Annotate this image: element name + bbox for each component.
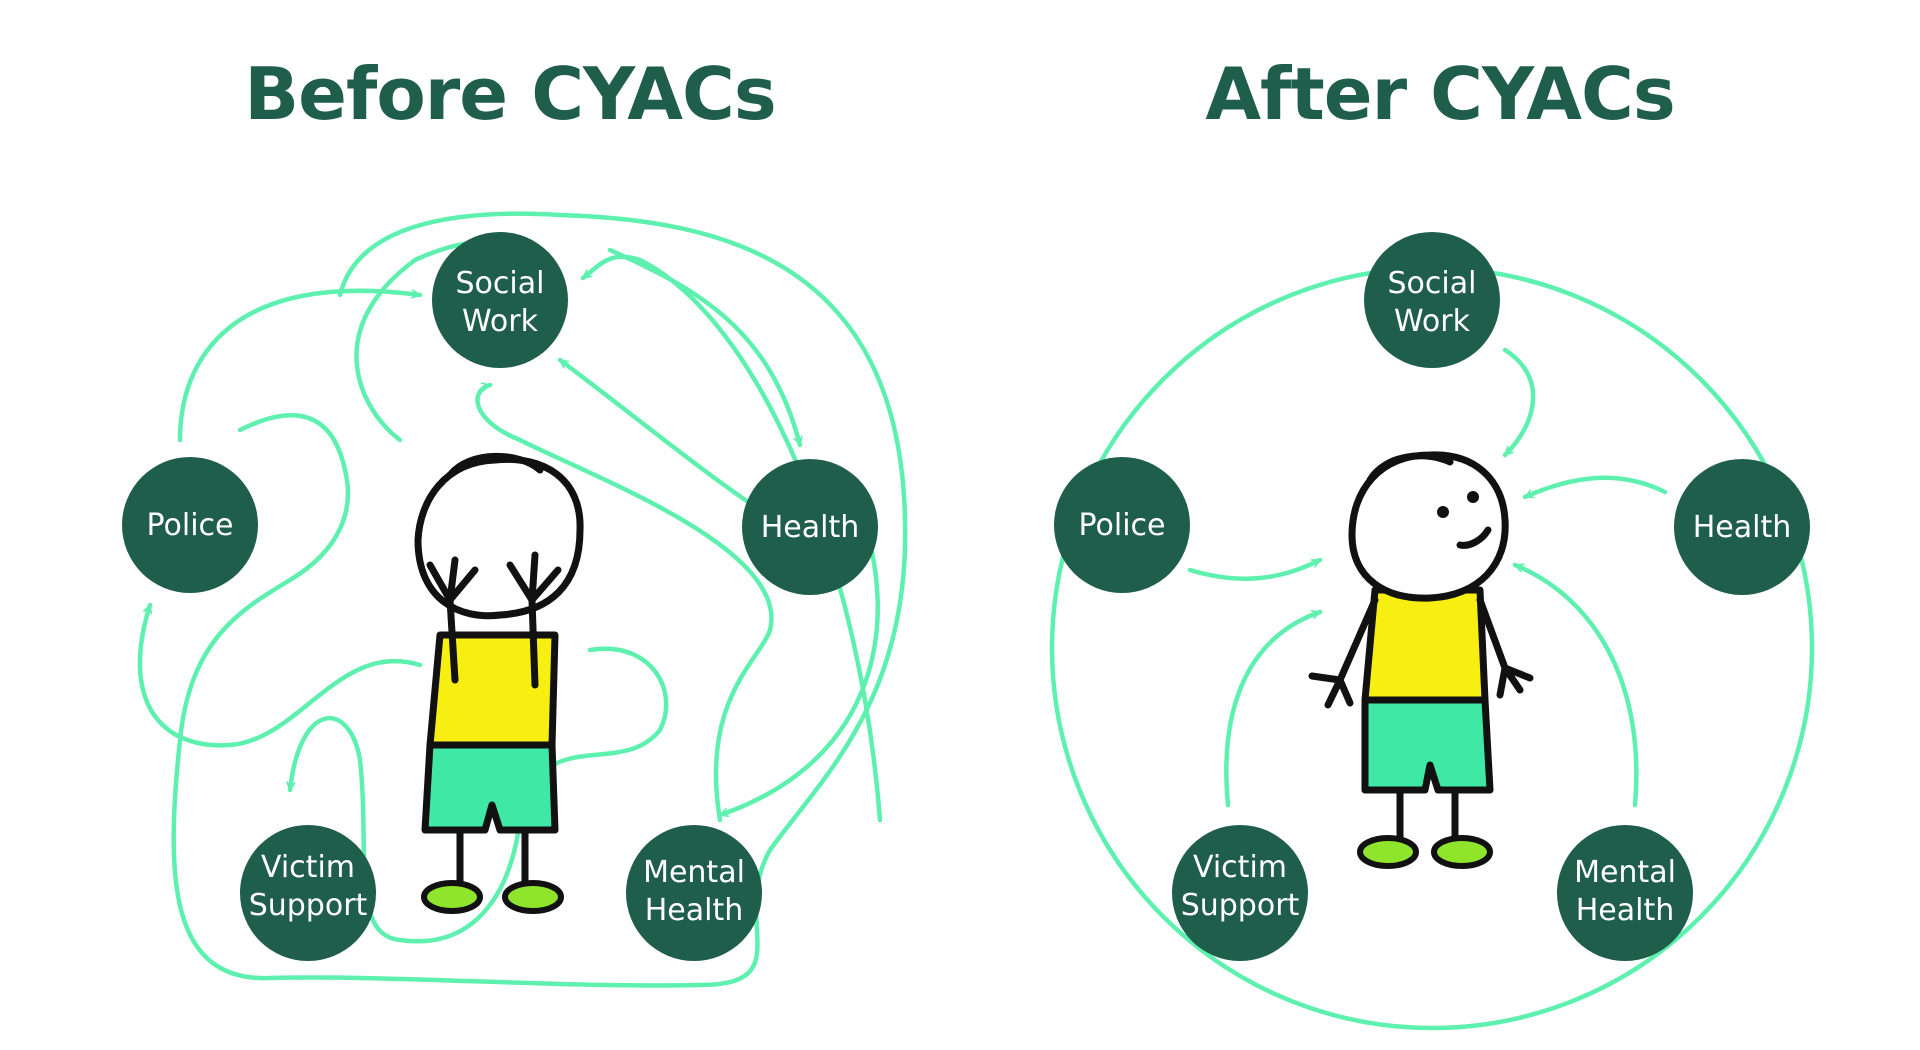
after-node-mental-health-line-1: Mental <box>1574 855 1676 890</box>
sad-child-left-arm <box>426 556 479 684</box>
before-node-police-line-1: Police <box>147 508 234 543</box>
after-arrow-social-to-child <box>1502 347 1536 458</box>
after-node-victim-support-line-1: Victim <box>1193 850 1287 885</box>
before-node-health-line-1: Health <box>761 510 860 545</box>
sad-child-figure <box>414 452 584 914</box>
sad-child-right-shoe <box>502 880 564 914</box>
sad-child-hair <box>446 452 544 479</box>
after-node-social-work: Social Work <box>1364 232 1500 368</box>
after-arrow-victim-to-child <box>1224 609 1323 808</box>
happy-child-hair <box>1366 452 1454 484</box>
before-connectors <box>137 211 908 988</box>
before-node-social-work-circle <box>432 232 568 368</box>
after-node-health: Health <box>1674 459 1810 595</box>
tangled-arrow-into-social-from-health <box>557 357 763 513</box>
tangled-arrow-into-victim <box>286 646 669 944</box>
happy-child-right-arm <box>1476 596 1534 699</box>
happy-child-head <box>1348 451 1509 602</box>
after-node-mental-health-circle <box>1557 825 1693 961</box>
before-node-mental-health-circle <box>626 825 762 961</box>
after-panel: Social Work Police Health Victim Support… <box>1049 232 1815 1031</box>
before-node-health: Health <box>742 459 878 595</box>
before-node-mental-health: Mental Health <box>626 825 762 961</box>
after-connectors <box>1187 347 1668 808</box>
sad-child-right-arm <box>506 551 562 689</box>
happy-child-legs <box>1396 786 1459 849</box>
before-node-police: Police <box>122 457 258 593</box>
happy-child-left-eye <box>1437 506 1449 518</box>
tangled-arrow-into-mental <box>717 507 880 818</box>
after-node-social-work-circle <box>1364 232 1500 368</box>
sad-child-head <box>414 455 584 620</box>
before-node-social-work-line-1: Social <box>456 266 545 301</box>
after-arrow-police-to-child <box>1187 557 1323 581</box>
before-node-mental-health-line-2: Health <box>645 893 744 928</box>
after-node-victim-support-line-2: Support <box>1181 888 1300 923</box>
sad-child-shorts <box>421 741 559 834</box>
happy-child-figure <box>1308 451 1534 869</box>
tangled-arrow-health-loop-to-social <box>580 254 883 823</box>
happy-child-shirt <box>1361 586 1489 704</box>
tangled-arrow-police-to-social <box>177 288 423 443</box>
happy-child-right-eye <box>1467 491 1479 503</box>
sad-child-legs <box>456 826 529 894</box>
before-title: Before CYACs <box>244 52 776 136</box>
after-node-victim-support-circle <box>1172 825 1308 961</box>
after-node-health-line-1: Health <box>1693 510 1792 545</box>
happy-child-shorts <box>1361 696 1494 794</box>
after-node-social-work-line-2: Work <box>1394 304 1471 339</box>
happy-child-left-shoe <box>1357 835 1419 869</box>
before-panel: Social Work Police Health Victim Support… <box>122 211 908 988</box>
after-node-victim-support: Victim Support <box>1172 825 1308 961</box>
after-node-mental-health: Mental Health <box>1557 825 1693 961</box>
after-node-police-circle <box>1054 457 1190 593</box>
tangled-outer-loop <box>171 211 908 988</box>
after-arrow-health-to-child <box>1522 475 1668 500</box>
before-node-mental-health-line-1: Mental <box>643 855 745 890</box>
after-title: After CYACs <box>1205 52 1675 136</box>
after-arrow-mental-to-child <box>1512 562 1639 808</box>
before-node-health-circle <box>742 459 878 595</box>
tangled-arrow-mental-to-social-right <box>475 382 774 823</box>
sad-child-left-shoe <box>421 880 483 914</box>
before-node-victim-support-circle <box>240 825 376 961</box>
after-node-police: Police <box>1054 457 1190 593</box>
before-node-victim-support: Victim Support <box>240 825 376 961</box>
before-node-social-work-line-2: Work <box>462 304 539 339</box>
after-node-mental-health-line-2: Health <box>1576 893 1675 928</box>
after-node-health-circle <box>1674 459 1810 595</box>
happy-child-smile <box>1456 526 1492 549</box>
tangled-arrow-social-to-health <box>607 247 803 448</box>
before-node-police-circle <box>122 457 258 593</box>
happy-child-right-shoe <box>1431 835 1493 869</box>
tangled-arrow-into-police <box>137 602 423 748</box>
before-node-victim-support-line-2: Support <box>249 888 368 923</box>
before-node-victim-support-line-1: Victim <box>261 850 355 885</box>
happy-child-left-arm <box>1308 596 1379 709</box>
after-node-social-work-line-1: Social <box>1388 266 1477 301</box>
after-node-police-line-1: Police <box>1079 508 1166 543</box>
before-node-social-work: Social Work <box>432 232 568 368</box>
